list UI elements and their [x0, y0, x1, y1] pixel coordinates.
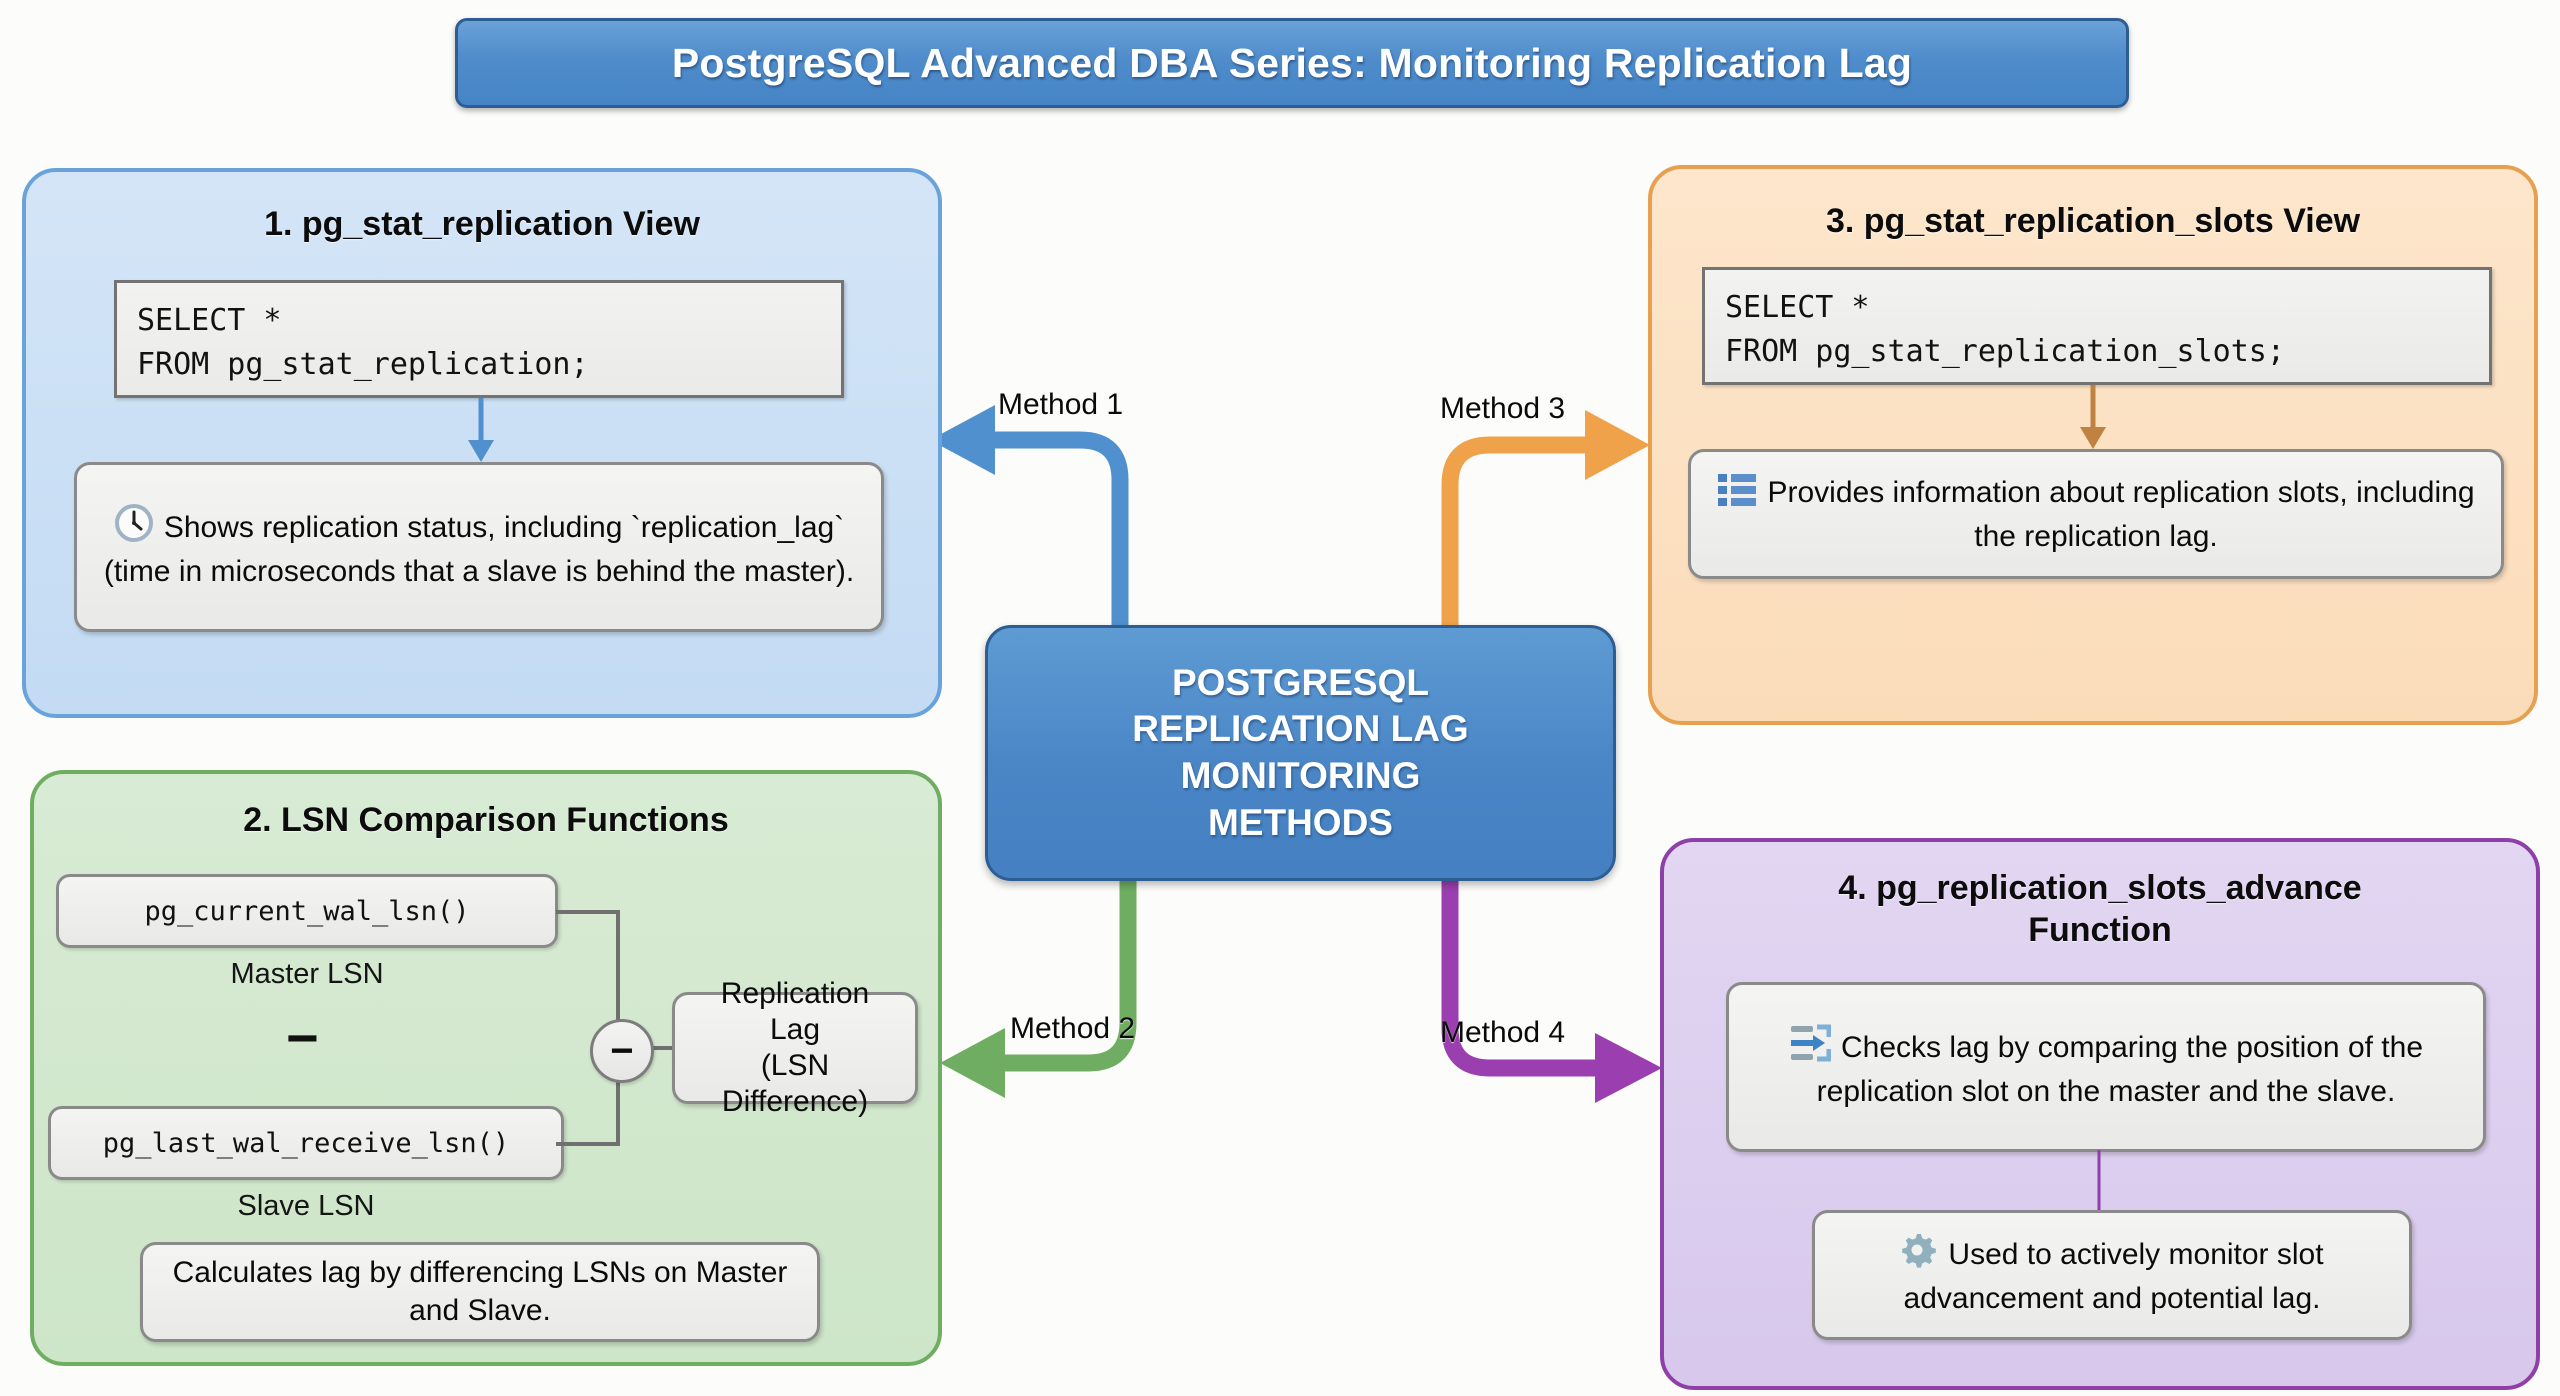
panel2-result-line1: Replication Lag — [720, 977, 870, 1046]
panel3-code-block: SELECT * FROM pg_stat_replication_slots; — [1702, 267, 2492, 385]
panel2-slave-function: pg_last_wal_receive_lsn() — [48, 1106, 564, 1180]
panel-pg-replication-slots-advance[interactable]: 4. pg_replication_slots_advance Function… — [1660, 838, 2540, 1390]
panel-pg-stat-replication-slots[interactable]: 3. pg_stat_replication_slots View SELECT… — [1648, 165, 2538, 725]
hub-line-2: REPLICATION LAG — [1132, 708, 1469, 750]
panel2-slave-caption: Slave LSN — [237, 1190, 375, 1222]
hub-line-3: MONITORING — [1180, 755, 1421, 796]
connector-label-method-1: Method 1 — [998, 388, 1124, 421]
hub-line-1: POSTGRESQL — [1172, 661, 1429, 703]
panel2-master-function: pg_current_wal_lsn() — [56, 874, 558, 948]
panel4-description-1-text: Checks lag by comparing the position of … — [1816, 1030, 2423, 1108]
panel1-title: 1. pg_stat_replication View — [264, 205, 700, 243]
list-icon — [1717, 472, 1757, 518]
hub-line-4: METHODS — [1207, 801, 1393, 843]
panel4-title-line2: Function — [2028, 911, 2172, 949]
panel2-minus-symbol: − — [286, 1006, 319, 1069]
panel3-down-arrow-icon — [2080, 385, 2106, 449]
panel2-description-text: Calculates lag by differencing LSNs on M… — [172, 1255, 788, 1327]
page-title: PostgreSQL Advanced DBA Series: Monitori… — [671, 39, 1913, 86]
panel1-code-block: SELECT * FROM pg_stat_replication; — [114, 280, 844, 398]
panel-pg-stat-replication[interactable]: 1. pg_stat_replication View SELECT * FRO… — [22, 168, 942, 718]
central-hub-label: POSTGRESQL REPLICATION LAG MONITORING ME… — [1132, 660, 1468, 846]
panel2-master-caption: Master LSN — [230, 958, 384, 990]
central-hub-node[interactable]: POSTGRESQL REPLICATION LAG MONITORING ME… — [985, 625, 1616, 881]
panel4-description-2-text: Used to actively monitor slot advancemen… — [1903, 1237, 2324, 1315]
panel3-title: 3. pg_stat_replication_slots View — [1825, 202, 2361, 240]
panel4-connector-line — [2097, 1150, 2101, 1212]
panel2-difference-operator: − — [590, 1019, 654, 1083]
panel1-description-text: Shows replication status, including `rep… — [103, 510, 855, 588]
page-title-banner: PostgreSQL Advanced DBA Series: Monitori… — [455, 18, 2129, 108]
panel4-description-2: Used to actively monitor slot advancemen… — [1812, 1210, 2412, 1340]
gear-icon — [1900, 1232, 1938, 1280]
panel1-down-arrow-icon — [468, 398, 494, 462]
panel2-description: Calculates lag by differencing LSNs on M… — [140, 1242, 820, 1342]
panel2-title: 2. LSN Comparison Functions — [243, 801, 729, 839]
panel2-result-box: Replication Lag (LSN Difference) — [672, 977, 918, 1118]
connector-label-method-3: Method 3 — [1440, 392, 1566, 425]
panel4-description-1: Checks lag by comparing the position of … — [1726, 982, 2486, 1152]
panel3-description-text: Provides information about replication s… — [1767, 475, 2475, 553]
connector-label-method-2: Method 2 — [1010, 1012, 1136, 1045]
transfer-arrows-icon — [1789, 1023, 1832, 1073]
panel-lsn-comparison[interactable]: 2. LSN Comparison Functions pg_current_w… — [30, 770, 942, 1366]
connector-label-method-4: Method 4 — [1440, 1016, 1566, 1049]
panel3-description: Provides information about replication s… — [1688, 449, 2504, 579]
panel1-description: Shows replication status, including `rep… — [74, 462, 884, 632]
clock-icon — [114, 503, 154, 553]
panel4-title-line1: 4. pg_replication_slots_advance — [1838, 869, 2362, 907]
panel2-result-line2: (LSN Difference) — [721, 1049, 869, 1118]
